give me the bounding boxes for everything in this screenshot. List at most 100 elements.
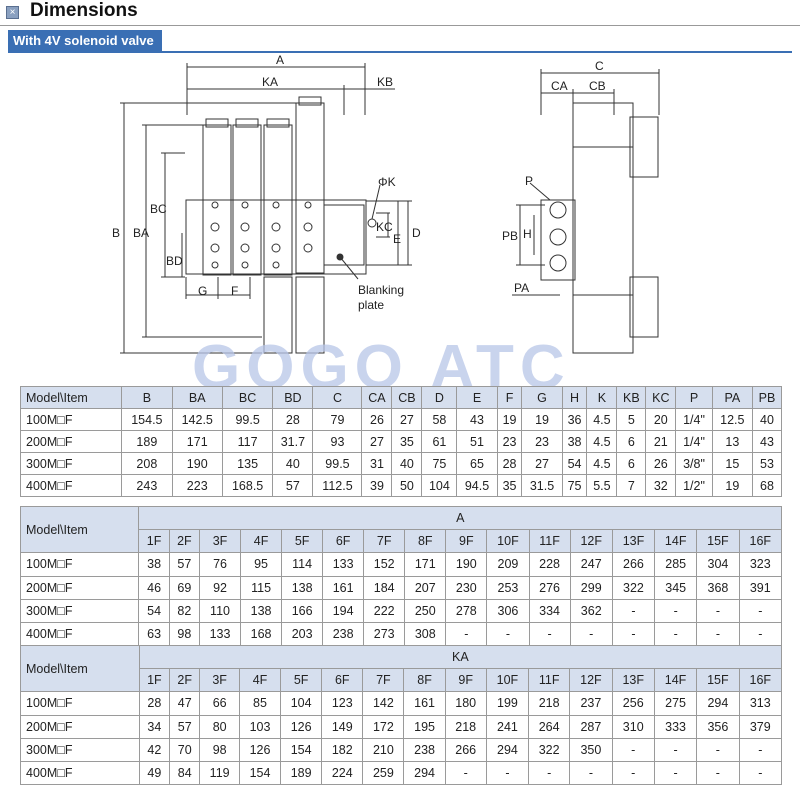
value-cell: 250 (404, 598, 447, 623)
section-divider (8, 51, 792, 53)
model-cell: 400M□F (19, 474, 123, 497)
column-header: 6F (322, 529, 365, 554)
model-cell: 300M□F (20, 737, 140, 762)
value-cell: 247 (569, 552, 613, 577)
value-cell: 35 (496, 474, 523, 497)
value-cell: 379 (738, 714, 783, 739)
value-cell: 27 (521, 452, 563, 475)
value-cell: 224 (321, 760, 364, 786)
value-cell: 287 (569, 714, 613, 739)
column-header-model: Model\Item (19, 386, 123, 409)
value-cell: 166 (281, 598, 324, 623)
value-cell: 20 (645, 408, 677, 431)
value-cell: 40 (751, 408, 783, 431)
value-cell: - (611, 737, 655, 762)
value-cell: 356 (696, 714, 740, 739)
column-header: CA (361, 386, 393, 409)
value-cell: 313 (738, 691, 783, 716)
value-cell: 69 (168, 575, 201, 600)
value-cell: 391 (738, 575, 783, 600)
column-header: 15F (696, 529, 740, 554)
value-cell: 368 (696, 575, 740, 600)
value-cell: 138 (281, 575, 324, 600)
drawing-labels: A KA KB B BA BC BD G F ΦK KC E D Blankin… (112, 55, 606, 312)
value-cell: - (696, 737, 740, 762)
value-cell: 4.5 (586, 408, 618, 431)
value-cell: 278 (445, 598, 488, 623)
value-cell: 47 (169, 691, 201, 716)
value-cell: 294 (696, 691, 740, 716)
label-cb: CB (589, 79, 606, 93)
label-e: E (393, 232, 401, 246)
value-cell: 104 (421, 474, 458, 497)
value-cell: 182 (321, 737, 364, 762)
value-cell: 57 (168, 552, 201, 577)
front-view (120, 63, 412, 354)
label-c: C (595, 59, 604, 73)
value-cell: 308 (404, 621, 447, 647)
value-cell: 50 (391, 474, 423, 497)
column-header: 2F (168, 529, 201, 554)
column-header: 16F (738, 668, 783, 693)
value-cell: 195 (403, 714, 446, 739)
model-cell: 200M□F (19, 575, 140, 600)
value-cell: - (738, 621, 783, 647)
column-header: 12F (569, 668, 613, 693)
value-cell: 135 (221, 452, 274, 475)
label-plate: plate (358, 298, 384, 312)
model-cell: 100M□F (19, 408, 123, 431)
label-bd: BD (166, 254, 183, 268)
value-cell: 123 (321, 691, 364, 716)
value-cell: 19 (496, 408, 523, 431)
value-cell: 13 (711, 430, 753, 453)
value-cell: 15 (711, 452, 753, 475)
column-header: B (121, 386, 173, 409)
column-header: 12F (569, 529, 613, 554)
value-cell: 266 (611, 552, 656, 577)
value-cell: 259 (362, 760, 405, 786)
value-cell: 66 (199, 691, 240, 716)
value-cell: 1/2" (675, 474, 713, 497)
side-view (512, 69, 660, 354)
value-cell: - (696, 598, 740, 623)
label-pb: PB (502, 229, 518, 243)
value-cell: 31.5 (521, 474, 563, 497)
value-cell: 31.7 (272, 430, 314, 453)
value-cell: 194 (322, 598, 365, 623)
value-cell: 253 (486, 575, 530, 600)
value-cell: 38 (138, 552, 170, 577)
value-cell: 266 (444, 737, 487, 762)
column-header: 7F (363, 529, 406, 554)
value-cell: 84 (169, 760, 201, 786)
label-blanking: Blanking (358, 283, 404, 297)
value-cell: 53 (751, 452, 783, 475)
column-header: 13F (611, 529, 656, 554)
value-cell: 80 (199, 714, 240, 739)
column-header: C (312, 386, 363, 409)
value-cell: 98 (199, 737, 240, 762)
value-cell: 65 (456, 452, 498, 475)
label-d: D (412, 226, 421, 240)
value-cell: 223 (171, 474, 223, 497)
value-cell: 275 (653, 691, 698, 716)
value-cell: 1/4" (675, 430, 713, 453)
value-cell: 168 (240, 621, 283, 647)
label-ba: BA (133, 226, 149, 240)
page-title: Dimensions (30, 0, 138, 21)
value-cell: 34 (138, 714, 171, 739)
column-header: 15F (696, 668, 740, 693)
column-header: 8F (403, 668, 446, 693)
value-cell: 49 (138, 760, 171, 786)
value-cell: 19 (711, 474, 753, 497)
value-cell: 38 (561, 430, 588, 453)
value-cell: 154.5 (121, 408, 173, 431)
value-cell: 103 (238, 714, 282, 739)
value-cell: 95 (240, 552, 283, 577)
label-kc: KC (376, 220, 393, 234)
label-pa: PA (514, 281, 529, 295)
value-cell: - (611, 598, 656, 623)
